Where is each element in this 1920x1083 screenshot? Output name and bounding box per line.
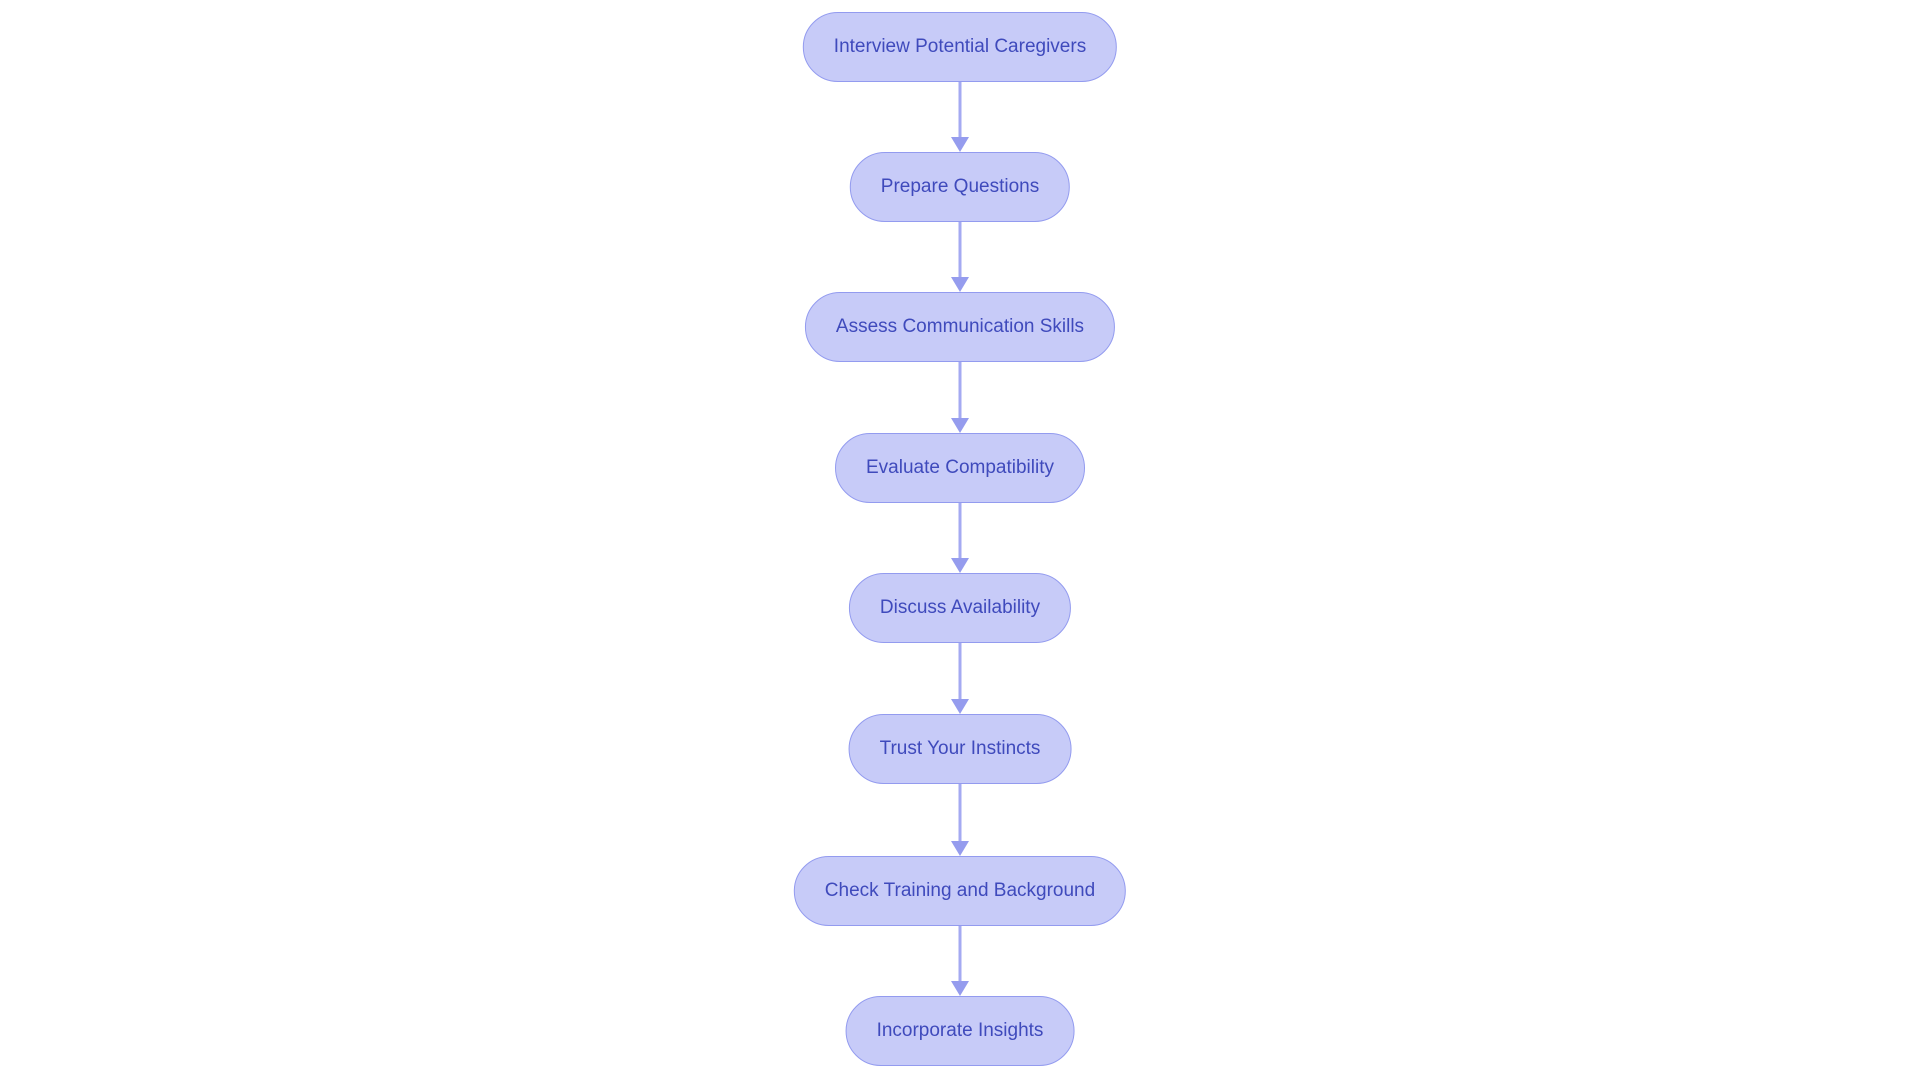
arrow-head-down-icon <box>951 558 969 573</box>
flow-node-discuss-availability: Discuss Availability <box>848 573 1072 643</box>
flow-arrow-4 <box>951 503 969 573</box>
flow-arrow-1 <box>951 82 969 152</box>
arrow-head-down-icon <box>951 137 969 152</box>
flow-node-interview-potential-caregivers: Interview Potential Caregivers <box>802 12 1118 82</box>
arrow-stem <box>958 82 962 139</box>
arrow-stem <box>958 222 962 279</box>
flow-node-trust-your-instincts: Trust Your Instincts <box>848 714 1072 784</box>
arrow-head-down-icon <box>951 418 969 433</box>
flow-arrow-2 <box>951 222 969 292</box>
arrow-stem <box>958 784 962 843</box>
arrow-head-down-icon <box>951 277 969 292</box>
flow-node-evaluate-compatibility: Evaluate Compatibility <box>835 433 1085 503</box>
arrow-stem <box>958 362 962 420</box>
arrow-stem <box>958 503 962 560</box>
flow-node-check-training-and-background: Check Training and Background <box>793 856 1127 926</box>
arrow-stem <box>958 926 962 983</box>
flow-node-assess-communication-skills: Assess Communication Skills <box>804 292 1116 362</box>
arrow-head-down-icon <box>951 841 969 856</box>
arrow-head-down-icon <box>951 981 969 996</box>
flow-arrow-5 <box>951 643 969 714</box>
flow-node-incorporate-insights: Incorporate Insights <box>845 996 1075 1066</box>
arrow-stem <box>958 643 962 701</box>
flow-arrow-7 <box>951 926 969 996</box>
flow-arrow-6 <box>951 784 969 856</box>
flow-node-prepare-questions: Prepare Questions <box>849 152 1071 222</box>
arrow-head-down-icon <box>951 699 969 714</box>
flow-arrow-3 <box>951 362 969 433</box>
